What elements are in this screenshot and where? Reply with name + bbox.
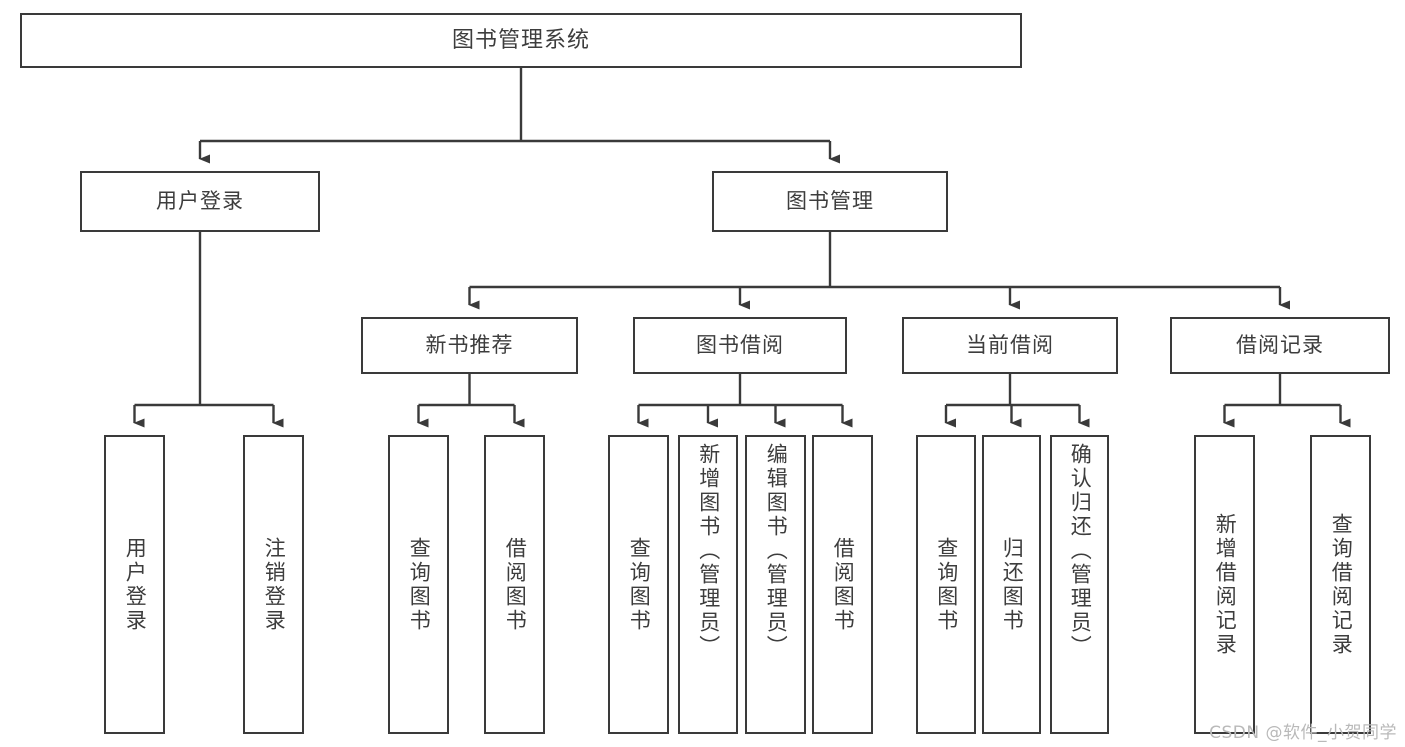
node-br-query-record[interactable]: 查询借阅记录 xyxy=(1310,435,1371,734)
node-bb-borrow-book[interactable]: 借阅图书 xyxy=(812,435,873,734)
node-label: 借阅记录 xyxy=(1236,333,1324,358)
node-cb-query-book[interactable]: 查询图书 xyxy=(916,435,976,734)
node-label: 用户登录 xyxy=(156,189,244,214)
node-cb-return-book[interactable]: 归还图书 xyxy=(982,435,1041,734)
node-bb-query-book[interactable]: 查询图书 xyxy=(608,435,669,734)
node-new-book-recommend[interactable]: 新书推荐 xyxy=(361,317,578,374)
node-borrow-record[interactable]: 借阅记录 xyxy=(1170,317,1390,374)
node-cb-confirm-return-admin[interactable]: 确认归还（管理员） xyxy=(1050,435,1109,734)
node-label: 当前借阅 xyxy=(966,333,1054,358)
node-label: 查询图书 xyxy=(627,536,652,633)
node-label: 查询图书 xyxy=(934,536,959,633)
node-br-add-record[interactable]: 新增借阅记录 xyxy=(1194,435,1255,734)
node-current-borrow[interactable]: 当前借阅 xyxy=(902,317,1118,374)
node-label: 图书管理系统 xyxy=(451,27,590,53)
node-user-login-leaf[interactable]: 用户登录 xyxy=(104,435,165,734)
node-nb-borrow-book[interactable]: 借阅图书 xyxy=(484,435,545,734)
node-root[interactable]: 图书管理系统 xyxy=(20,13,1022,68)
node-label: 编辑图书（管理员） xyxy=(764,443,789,659)
node-user-login[interactable]: 用户登录 xyxy=(80,171,320,232)
node-book-manage[interactable]: 图书管理 xyxy=(712,171,948,232)
node-label: 新增图书（管理员） xyxy=(696,443,721,659)
node-label: 新增借阅记录 xyxy=(1213,512,1238,657)
node-label: 用户登录 xyxy=(123,536,148,633)
node-bb-edit-book-admin[interactable]: 编辑图书（管理员） xyxy=(745,435,806,734)
node-user-logout-leaf[interactable]: 注销登录 xyxy=(243,435,304,734)
node-label: 新书推荐 xyxy=(425,333,514,358)
node-label: 借阅图书 xyxy=(503,536,528,633)
node-label: 借阅图书 xyxy=(831,536,856,633)
node-book-borrow[interactable]: 图书借阅 xyxy=(633,317,847,374)
node-bb-add-book-admin[interactable]: 新增图书（管理员） xyxy=(678,435,738,734)
node-label: 注销登录 xyxy=(262,536,287,633)
node-label: 归还图书 xyxy=(1000,536,1025,633)
node-label: 查询图书 xyxy=(407,536,432,633)
node-label: 确认归还（管理员） xyxy=(1068,443,1093,659)
csdn-watermark: CSDN @软件_小贺同学 xyxy=(1209,723,1397,743)
node-nb-query-book[interactable]: 查询图书 xyxy=(388,435,449,734)
node-label: 查询借阅记录 xyxy=(1329,512,1354,657)
node-label: 图书管理 xyxy=(786,189,874,214)
node-label: 图书借阅 xyxy=(696,333,784,358)
